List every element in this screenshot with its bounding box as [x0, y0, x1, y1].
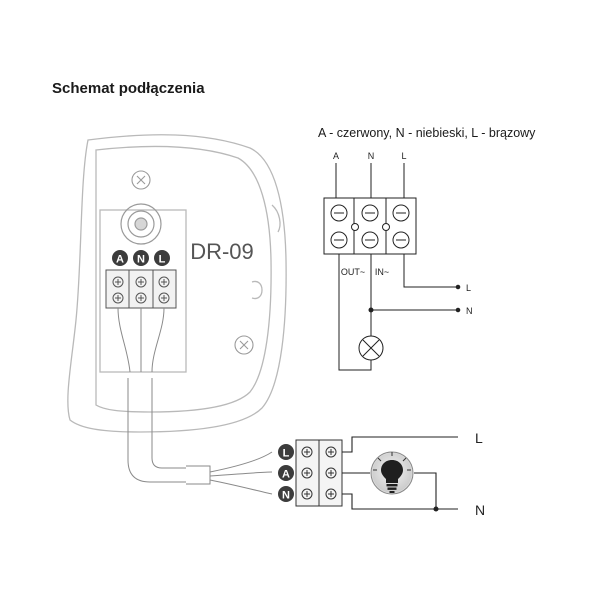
- wiring-terminal-label: L: [283, 448, 290, 460]
- diagram-title: Schemat podłączenia: [52, 80, 205, 97]
- bulb-icon: [370, 451, 414, 495]
- schematic-terminal-block: [323, 163, 417, 255]
- wiring-terminal-label: N: [282, 490, 290, 502]
- schematic-in-label: IN~: [375, 267, 389, 277]
- schematic-line-l: L: [466, 283, 471, 293]
- schematic-terminals: A N L: [333, 151, 407, 161]
- wiring-lines: [342, 436, 458, 512]
- device-terminal-label: N: [137, 254, 145, 266]
- device-terminal-label: L: [159, 254, 166, 266]
- device-terminal-badges: A N L: [112, 250, 170, 266]
- wiring-terminal-badges: L A N: [278, 444, 294, 502]
- schematic-wires: [338, 254, 461, 371]
- schematic-out-label: OUT~: [341, 267, 365, 277]
- device-terminal-block: [105, 269, 177, 309]
- schematic-line-n: N: [466, 306, 473, 316]
- wiring-line-l: L: [475, 430, 483, 446]
- wiring-line-n: N: [475, 502, 485, 518]
- device-knob: [120, 203, 162, 245]
- lamp-icon: [358, 335, 384, 361]
- schematic-terminal-label: A: [333, 151, 339, 161]
- screw-icon: [234, 335, 254, 355]
- device-cable: [117, 307, 273, 495]
- schematic-terminal-label: N: [368, 151, 375, 161]
- wire-color-legend: A - czerwony, N - niebieski, L - brązowy: [318, 126, 536, 140]
- wiring-terminal-label: A: [282, 469, 290, 481]
- device-terminal-label: A: [116, 254, 124, 266]
- schematic-terminal-label: L: [401, 151, 406, 161]
- wiring-terminal-block: [295, 439, 343, 507]
- device-model-label: DR-09: [190, 239, 254, 264]
- screw-icon: [131, 170, 151, 190]
- device-body: [67, 134, 287, 433]
